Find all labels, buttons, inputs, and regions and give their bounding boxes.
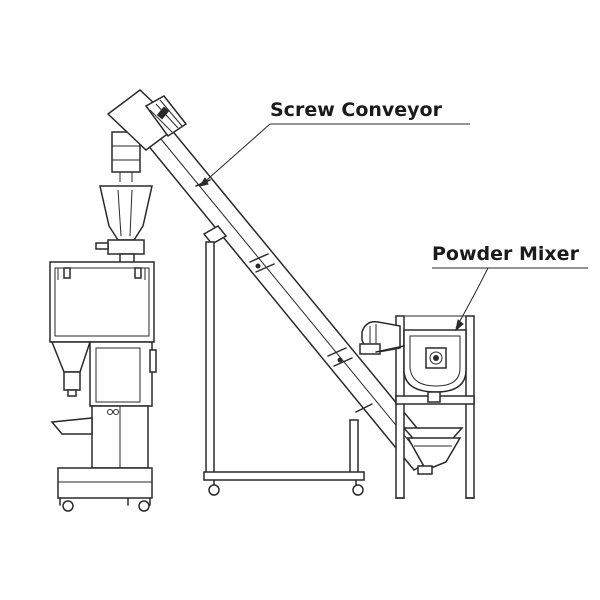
caster-wheel: [62, 500, 74, 512]
screw-conveyor-label: Screw Conveyor: [270, 99, 443, 121]
caster-wheel: [208, 484, 220, 496]
screw-conveyor-callout: Screw Conveyor: [198, 99, 470, 187]
conveyor-motor: [106, 89, 188, 151]
conveyor-feed-hopper: [402, 427, 464, 475]
powder-mixer-label: Powder Mixer: [432, 243, 580, 265]
conveyor-support-stand: [202, 225, 365, 496]
caster-wheel: [138, 500, 150, 512]
filling-hopper: [95, 185, 153, 265]
mixer-motor: [359, 320, 405, 355]
caster-wheel: [352, 484, 364, 496]
filling-platform: [50, 417, 93, 435]
leader-arrowhead: [198, 176, 209, 187]
filling-discharge: [50, 341, 92, 397]
screw-conveyor: [106, 89, 464, 496]
screw-conveyor-leader-line: [199, 123, 271, 187]
filling-upper-box: [49, 261, 155, 343]
filling-machine: [49, 185, 157, 512]
filling-base: [57, 467, 153, 512]
leader-arrowhead: [455, 319, 464, 332]
powder-mixer: [359, 315, 475, 499]
filling-cabinet: [89, 341, 157, 469]
powder-mixer-callout: Powder Mixer: [432, 243, 588, 332]
mixer-bearing: [425, 347, 447, 369]
